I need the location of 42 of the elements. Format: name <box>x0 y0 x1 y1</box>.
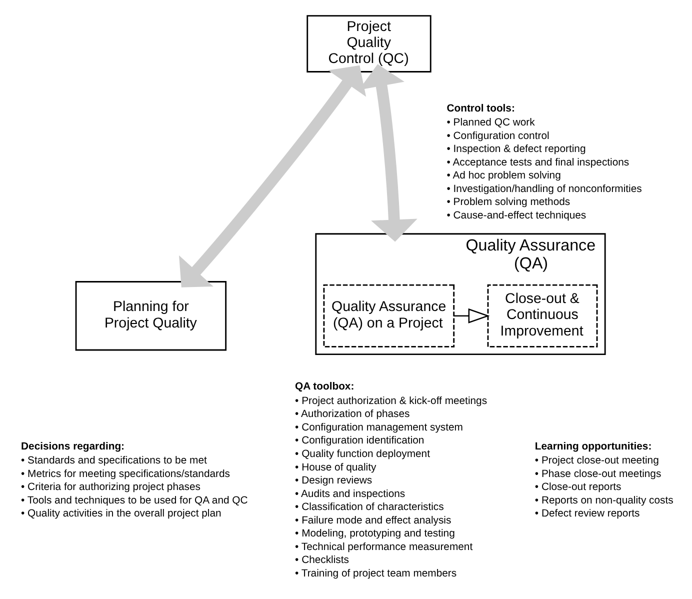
node-label: QA toolbox: <box>295 381 354 392</box>
node-box: Close-out & Continuous Improvement <box>487 284 598 347</box>
arrow <box>179 64 366 287</box>
node-label: • Standards and specifications to be met <box>21 455 207 466</box>
node-label: • Acceptance tests and final inspections <box>446 156 630 168</box>
node-label: • Training of project team members <box>295 568 457 579</box>
node-label: • Tools and techniques to be used for QA and QC <box>21 494 248 506</box>
node-label: • Inspection & defect reporting <box>446 144 586 155</box>
node-box: Project Quality Control (QC) <box>306 14 432 72</box>
node-label: • Configuration identification <box>295 435 424 446</box>
node-label: • Investigation/handling of nonconformities <box>446 183 642 194</box>
node-label: Learning opportunities: <box>534 440 652 452</box>
node-label: • Close-out reports <box>534 482 622 493</box>
node-label: • Reports on non-quality costs <box>534 494 674 506</box>
node-label: • Cause-and-effect techniques <box>446 210 586 222</box>
node-label: • Problem solving methods <box>446 196 570 208</box>
node-label: • Phase close-out meetings <box>534 468 662 480</box>
node-label: • Defect review reports <box>534 508 640 520</box>
node-label: • Planned QC work <box>446 117 535 128</box>
node-label: • Project close-out meeting <box>534 455 659 466</box>
node-label: • Design reviews <box>295 475 372 486</box>
node-label: • Metrics for meeting specifications/standards <box>21 468 230 480</box>
node-label: • Classification of characteristics <box>295 502 444 513</box>
node-box: Planning for Project Quality <box>75 280 227 350</box>
node-label: • Audits and inspections <box>295 488 406 500</box>
node-label: • House of quality <box>295 462 376 473</box>
arrow <box>454 308 490 323</box>
node-label: Decisions regarding: <box>21 440 125 452</box>
node-label: • Project authorization & kick-off meetings <box>295 395 488 406</box>
node-label: • Criteria for authorizing project phases <box>21 482 201 493</box>
node-label: • Quality function deployment <box>295 448 430 460</box>
node-label: • Failure mode and effect analysis <box>295 514 452 526</box>
node-label: • Configuration control <box>446 130 550 142</box>
node-label: • Technical performance measurement <box>295 541 473 552</box>
node-label: • Authorization of phases <box>295 408 410 420</box>
node-box: Quality Assurance (QA) on a Project <box>323 284 455 347</box>
node-label: • Ad hoc problem solving <box>446 170 561 182</box>
node-label: Control tools: <box>446 102 515 114</box>
node-label: • Quality activities in the overall project plan <box>21 508 222 520</box>
node-label: • Modeling, prototyping and testing <box>295 528 455 540</box>
node-label: • Checklists <box>295 554 349 566</box>
node-label: • Configuration management system <box>295 422 463 433</box>
